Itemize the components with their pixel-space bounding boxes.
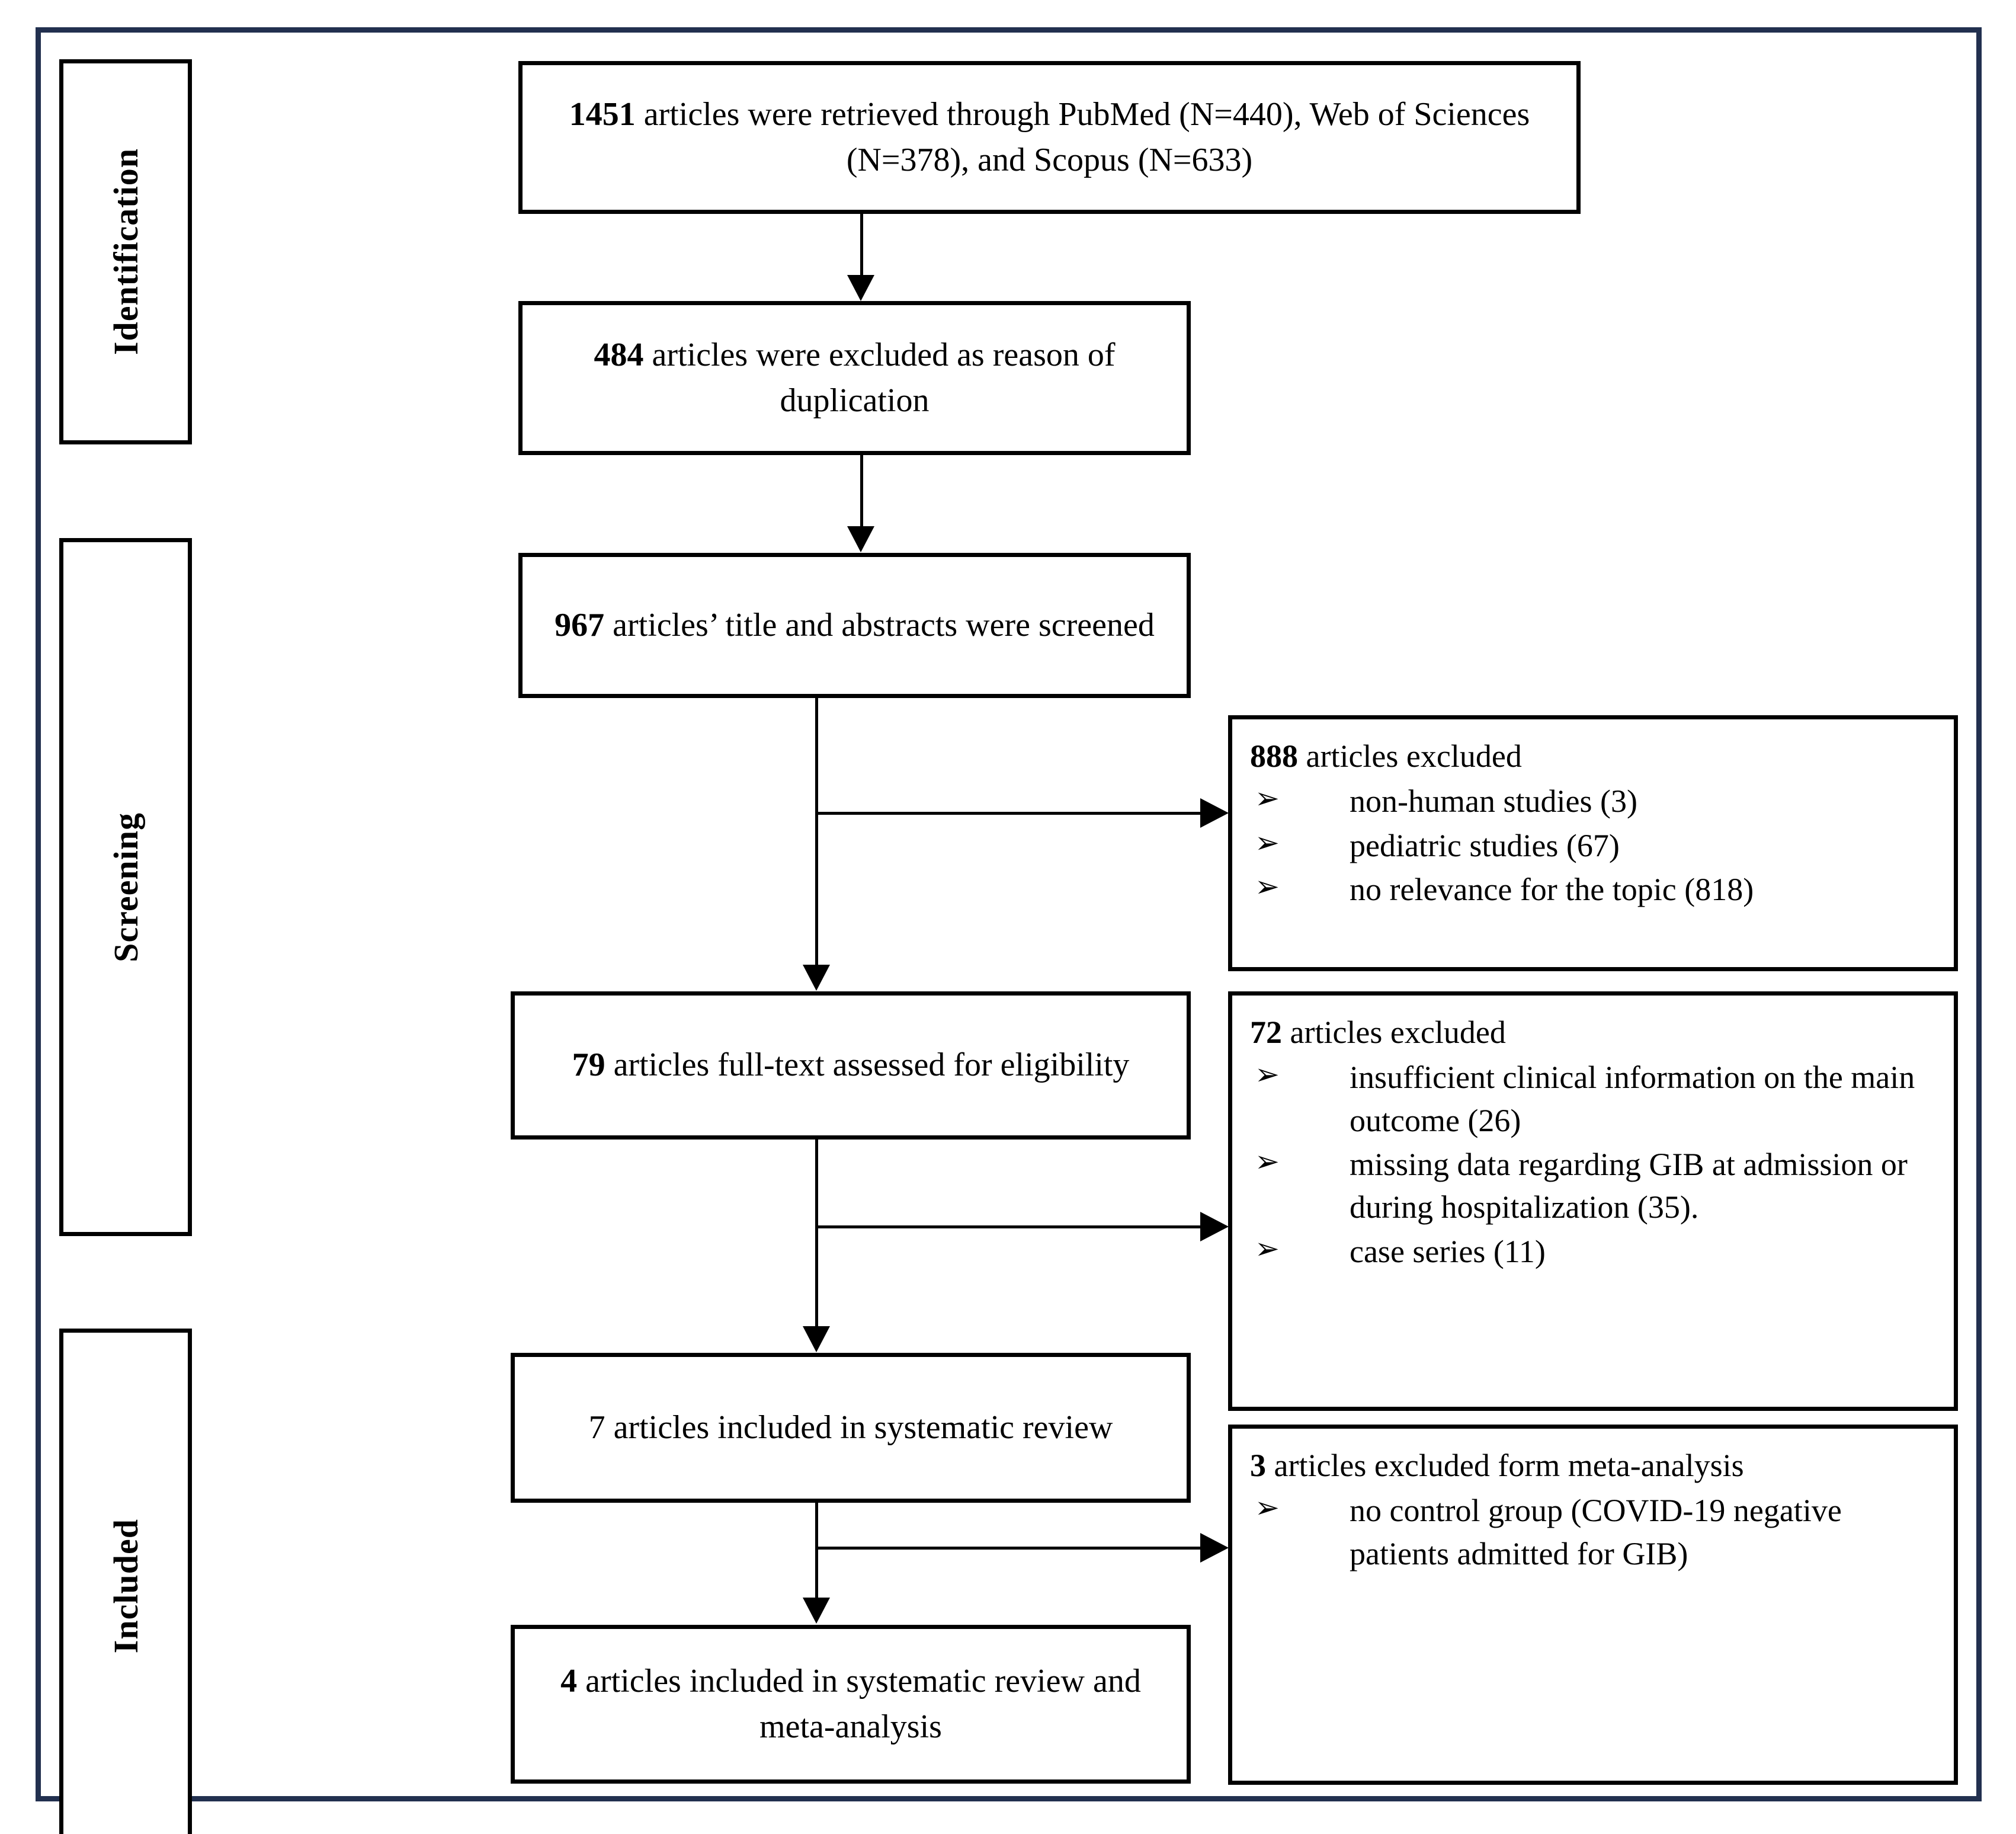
- box-duplicates-excluded-label: articles were excluded as reason of dupl…: [643, 336, 1116, 419]
- box-eligibility-exclusions: 72 articles excluded ➢ insufficient clin…: [1228, 991, 1958, 1411]
- box-full-text-assessed: 79 articles full-text assessed for eligi…: [511, 991, 1191, 1140]
- screening-exclusions-count: 888: [1250, 738, 1298, 774]
- list-item-label: non-human studies (3): [1350, 783, 1637, 820]
- stage-box-identification: Identification: [59, 59, 192, 444]
- metaanalysis-exclusions-list: ➢ no control group (COVID-19 negative pa…: [1250, 1489, 1936, 1575]
- arrow-right-icon: [1200, 798, 1229, 828]
- list-item-label: no control group (COVID-19 negative pati…: [1350, 1493, 1842, 1571]
- box-included-systematic-review-label: articles included in systematic review: [605, 1409, 1113, 1446]
- eligibility-exclusions-heading: 72 articles excluded: [1250, 1011, 1936, 1054]
- arrow-bullet-icon: ➢: [1255, 1058, 1280, 1092]
- connector-line-retrieved-to-duplicates: [860, 214, 863, 276]
- stage-label-screening: Screening: [106, 812, 145, 962]
- list-item-label: pediatric studies (67): [1350, 827, 1620, 863]
- arrow-down-icon: [803, 965, 830, 991]
- arrow-bullet-icon: ➢: [1255, 825, 1280, 859]
- list-item: ➢ no relevance for the topic (818): [1250, 868, 1936, 911]
- eligibility-exclusions-list: ➢ insufficient clinical information on t…: [1250, 1056, 1936, 1273]
- connector-line-screened-to-fulltext: [815, 698, 818, 965]
- outer-frame-border: [36, 27, 1982, 1801]
- screening-exclusions-heading: 888 articles excluded: [1250, 735, 1936, 777]
- list-item: ➢ missing data regarding GIB at admissio…: [1250, 1143, 1936, 1229]
- arrow-down-icon: [803, 1326, 830, 1352]
- box-titles-abstracts-screened-text: 967 articles’ title and abstracts were s…: [532, 603, 1177, 648]
- connector-line-fulltext-to-included: [815, 1140, 818, 1326]
- metaanalysis-exclusions-heading-label: articles excluded form meta-analysis: [1266, 1448, 1744, 1483]
- list-item: ➢ insufficient clinical information on t…: [1250, 1056, 1936, 1142]
- eligibility-exclusions-count: 72: [1250, 1014, 1282, 1050]
- box-duplicates-excluded-text: 484 articles were excluded as reason of …: [523, 332, 1187, 424]
- box-duplicates-excluded-count: 484: [594, 336, 644, 373]
- connector-line-fulltext-to-exclusions: [815, 1225, 1200, 1228]
- box-duplicates-excluded: 484 articles were excluded as reason of …: [518, 301, 1191, 455]
- box-screening-exclusions: 888 articles excluded ➢ non-human studie…: [1228, 715, 1958, 971]
- list-item: ➢ pediatric studies (67): [1250, 824, 1936, 867]
- arrow-bullet-icon: ➢: [1255, 1231, 1280, 1265]
- list-item-label: insufficient clinical information on the…: [1350, 1060, 1915, 1138]
- box-included-review-metaanalysis-count: 4: [560, 1662, 578, 1699]
- connector-line-included-to-exclusions: [815, 1547, 1200, 1550]
- box-included-systematic-review: 7 articles included in systematic review: [511, 1353, 1191, 1503]
- stage-box-included: Included: [59, 1329, 192, 1834]
- arrow-bullet-icon: ➢: [1255, 870, 1280, 904]
- list-item-label: no relevance for the topic (818): [1350, 872, 1754, 908]
- arrow-bullet-icon: ➢: [1255, 782, 1280, 815]
- box-titles-abstracts-screened-label: articles’ title and abstracts were scree…: [604, 606, 1155, 644]
- metaanalysis-exclusions-heading: 3 articles excluded form meta-analysis: [1250, 1444, 1936, 1487]
- box-titles-abstracts-screened-count: 967: [555, 606, 605, 644]
- box-included-systematic-review-text: 7 articles included in systematic review: [566, 1405, 1136, 1451]
- arrow-right-icon: [1200, 1212, 1229, 1241]
- box-full-text-assessed-label: articles full-text assessed for eligibil…: [605, 1046, 1130, 1084]
- box-records-retrieved-label: articles were retrieved through PubMed (…: [635, 95, 1530, 178]
- box-full-text-assessed-count: 79: [572, 1046, 605, 1084]
- box-records-retrieved-text: 1451 articles were retrieved through Pub…: [523, 92, 1576, 184]
- box-included-review-metaanalysis: 4 articles included in systematic review…: [511, 1625, 1191, 1784]
- connector-line-screened-to-exclusions: [815, 812, 1200, 815]
- metaanalysis-exclusions-count: 3: [1250, 1448, 1266, 1483]
- eligibility-exclusions-heading-label: articles excluded: [1282, 1014, 1506, 1050]
- stage-label-included: Included: [106, 1519, 145, 1654]
- connector-line-duplicates-to-screened: [860, 455, 863, 526]
- connector-line-included-to-metaanalysis: [815, 1503, 818, 1598]
- arrow-bullet-icon: ➢: [1255, 1145, 1280, 1179]
- list-item: ➢ no control group (COVID-19 negative pa…: [1250, 1489, 1936, 1575]
- stage-box-screening: Screening: [59, 538, 192, 1236]
- arrow-right-icon: [1200, 1533, 1229, 1563]
- arrow-down-icon: [847, 275, 874, 301]
- box-full-text-assessed-text: 79 articles full-text assessed for eligi…: [550, 1042, 1152, 1088]
- screening-exclusions-heading-label: articles excluded: [1298, 738, 1522, 774]
- list-item-label: missing data regarding GIB at admission …: [1350, 1147, 1908, 1225]
- list-item-label: case series (11): [1350, 1233, 1546, 1269]
- screening-exclusions-list: ➢ non-human studies (3) ➢ pediatric stud…: [1250, 780, 1936, 911]
- box-metaanalysis-exclusions: 3 articles excluded form meta-analysis ➢…: [1228, 1425, 1958, 1785]
- stage-label-identification: Identification: [106, 148, 145, 356]
- arrow-down-icon: [803, 1598, 830, 1624]
- box-included-systematic-review-count: 7: [588, 1409, 605, 1446]
- list-item: ➢ case series (11): [1250, 1230, 1936, 1273]
- arrow-bullet-icon: ➢: [1255, 1491, 1280, 1525]
- box-included-review-metaanalysis-label: articles included in systematic review a…: [577, 1662, 1141, 1745]
- arrow-down-icon: [847, 526, 874, 552]
- list-item: ➢ non-human studies (3): [1250, 780, 1936, 822]
- box-included-review-metaanalysis-text: 4 articles included in systematic review…: [515, 1659, 1187, 1750]
- box-records-retrieved: 1451 articles were retrieved through Pub…: [518, 61, 1581, 214]
- box-titles-abstracts-screened: 967 articles’ title and abstracts were s…: [518, 553, 1191, 698]
- box-records-retrieved-count: 1451: [569, 95, 636, 133]
